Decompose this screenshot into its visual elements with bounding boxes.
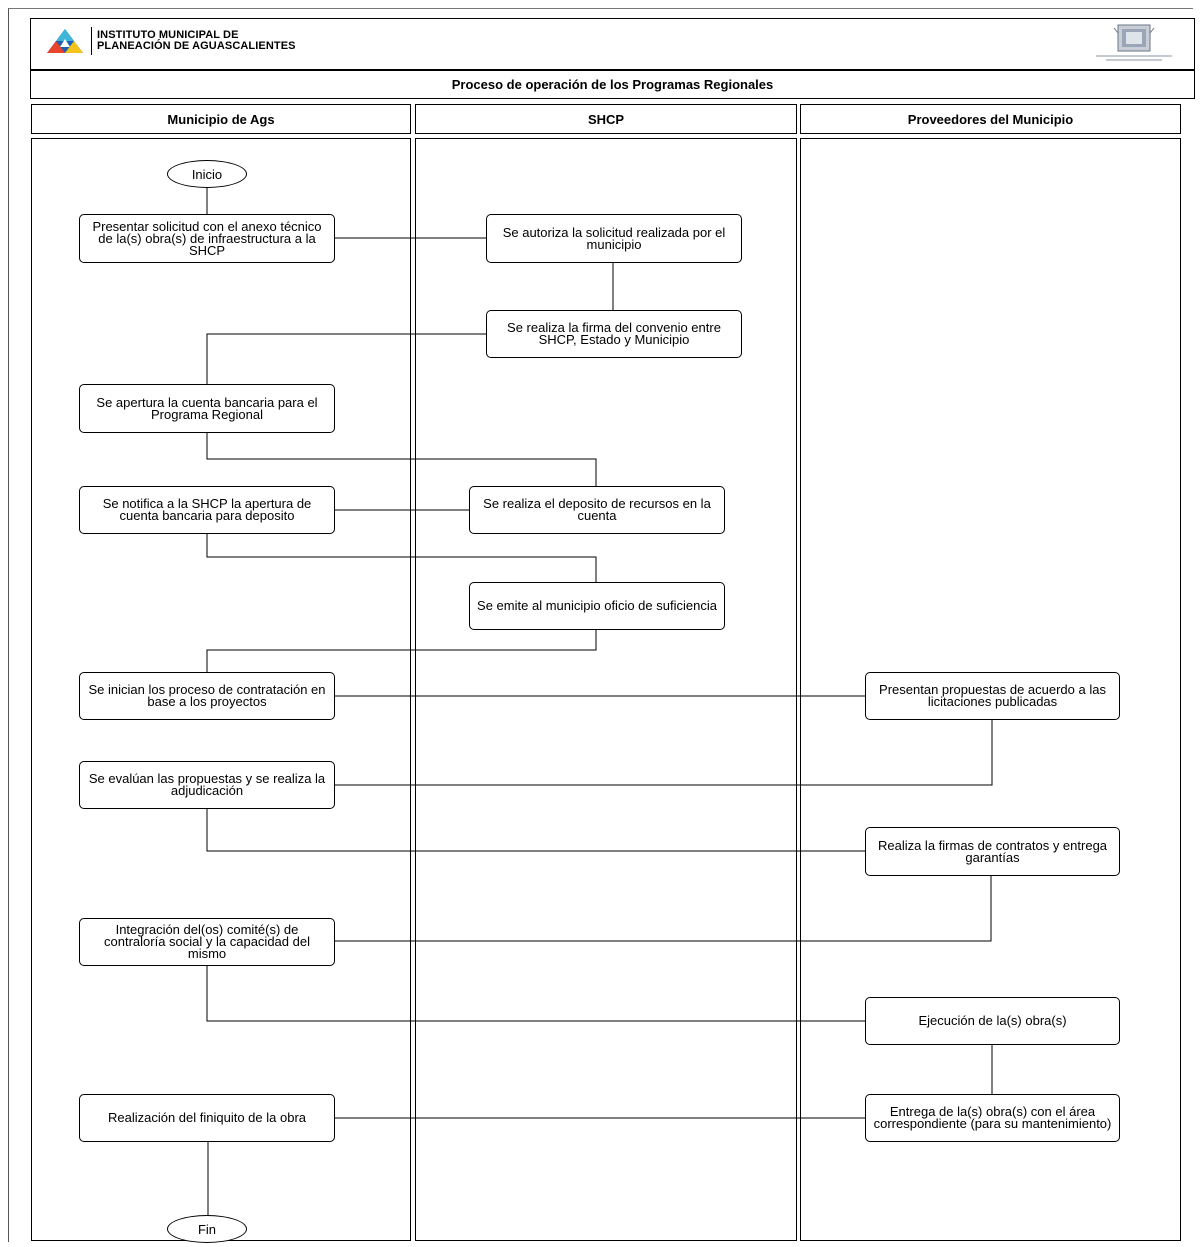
lane-header-shcp: SHCP bbox=[415, 104, 797, 134]
step-presentan-propuestas: Presentan propuestas de acuerdo a las li… bbox=[865, 672, 1120, 720]
lane-shcp bbox=[415, 138, 797, 1241]
step-emite-oficio: Se emite al municipio oficio de suficien… bbox=[469, 582, 725, 630]
lane-header-proveedores: Proveedores del Municipio bbox=[800, 104, 1181, 134]
step-ejecucion-obra: Ejecución de la(s) obra(s) bbox=[865, 997, 1120, 1045]
lane-header-municipio: Municipio de Ags bbox=[31, 104, 411, 134]
step-firma-convenio: Se realiza la firma del convenio entre S… bbox=[486, 310, 742, 358]
org-name-line-1: INSTITUTO MUNICIPAL DE bbox=[97, 29, 239, 41]
document-header: INSTITUTO MUNICIPAL DE PLANEACIÓN DE AGU… bbox=[30, 18, 1195, 70]
step-deposito-recursos: Se realiza el deposito de recursos en la… bbox=[469, 486, 725, 534]
step-notifica-shcp: Se notifica a la SHCP la apertura de cue… bbox=[79, 486, 335, 534]
end-node: Fin bbox=[167, 1215, 247, 1243]
step-autoriza-solicitud: Se autoriza la solicitud realizada por e… bbox=[486, 214, 742, 263]
step-entrega-obra: Entrega de la(s) obra(s) con el área cor… bbox=[865, 1094, 1120, 1142]
logo-separator bbox=[91, 27, 92, 55]
step-firmas-contratos: Realiza la firmas de contratos y entrega… bbox=[865, 827, 1120, 876]
page-frame bbox=[8, 8, 1193, 1242]
triangle-logo-icon bbox=[47, 29, 83, 53]
org-name-line-2: PLANEACIÓN DE AGUASCALIENTES bbox=[97, 40, 296, 52]
start-node: Inicio bbox=[167, 160, 247, 188]
step-inician-contratacion: Se inician los proceso de contratación e… bbox=[79, 672, 335, 720]
step-evaluan-propuestas: Se evalúan las propuestas y se realiza l… bbox=[79, 761, 335, 809]
step-finiquito-obra: Realización del finiquito de la obra bbox=[79, 1094, 335, 1142]
page-title: Proceso de operación de los Programas Re… bbox=[30, 70, 1195, 99]
step-presentar-solicitud: Presentar solicitud con el anexo técnico… bbox=[79, 214, 335, 263]
step-integracion-comite: Integración del(os) comité(s) de contral… bbox=[79, 918, 335, 966]
municipal-seal-icon bbox=[1096, 24, 1172, 61]
step-apertura-cuenta: Se apertura la cuenta bancaria para el P… bbox=[79, 384, 335, 433]
